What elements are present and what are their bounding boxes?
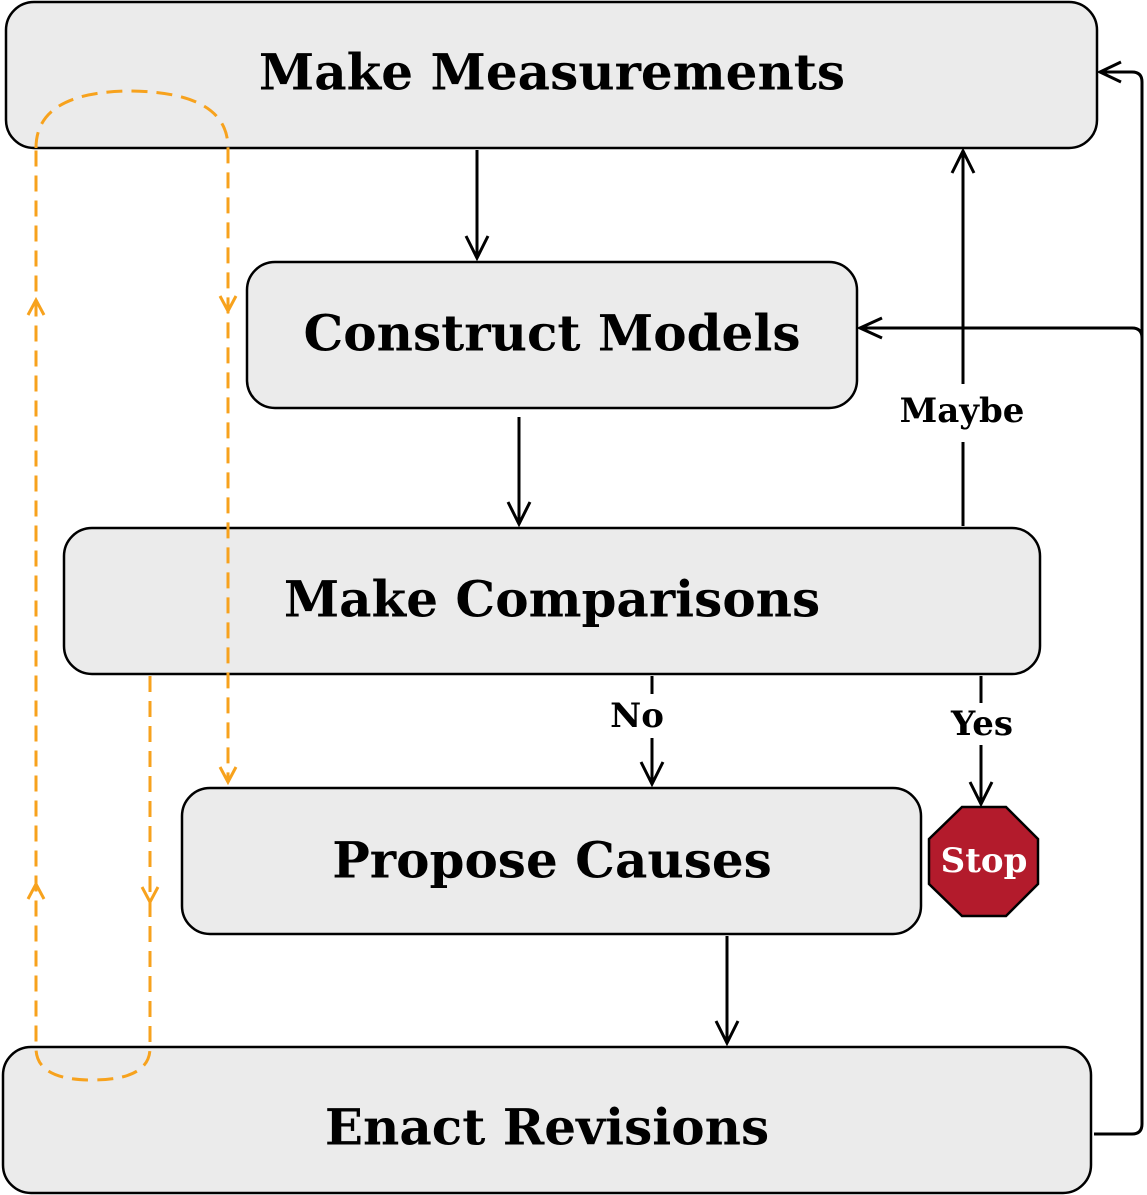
stop-sign: Stop xyxy=(927,805,1040,918)
node-construct-models-label: Construct Models xyxy=(304,304,801,363)
node-propose-causes: Propose Causes xyxy=(180,786,923,936)
arrow-comparisons-maybe-to-measurements xyxy=(950,147,976,526)
arrow-causes-to-revisions xyxy=(714,936,740,1047)
stop-octagon-icon xyxy=(927,805,1040,918)
node-enact-revisions: Enact Revisions xyxy=(1,1045,1093,1195)
node-make-measurements-label: Make Measurements xyxy=(259,43,845,102)
node-make-comparisons: Make Comparisons xyxy=(62,526,1042,676)
edge-label-yes: Yes xyxy=(950,704,1013,744)
node-propose-causes-label: Propose Causes xyxy=(332,831,772,890)
arrow-measurements-to-models xyxy=(464,150,490,262)
arrow-comparisons-yes-to-stop xyxy=(968,676,994,808)
node-enact-revisions-label: Enact Revisions xyxy=(325,1098,769,1157)
arrow-models-to-comparisons xyxy=(506,417,532,528)
arrow-revisions-to-measurements xyxy=(1096,60,1144,1100)
node-make-comparisons-label: Make Comparisons xyxy=(284,570,820,629)
stop-label: Stop xyxy=(941,841,1028,881)
edge-label-no: No xyxy=(610,696,664,736)
dashed-feedback-loop xyxy=(26,89,238,1082)
node-make-measurements: Make Measurements xyxy=(4,0,1099,150)
edge-label-maybe: Maybe xyxy=(900,391,1025,431)
node-construct-models: Construct Models xyxy=(245,260,859,410)
arrow-comparisons-no-to-causes xyxy=(639,676,665,788)
